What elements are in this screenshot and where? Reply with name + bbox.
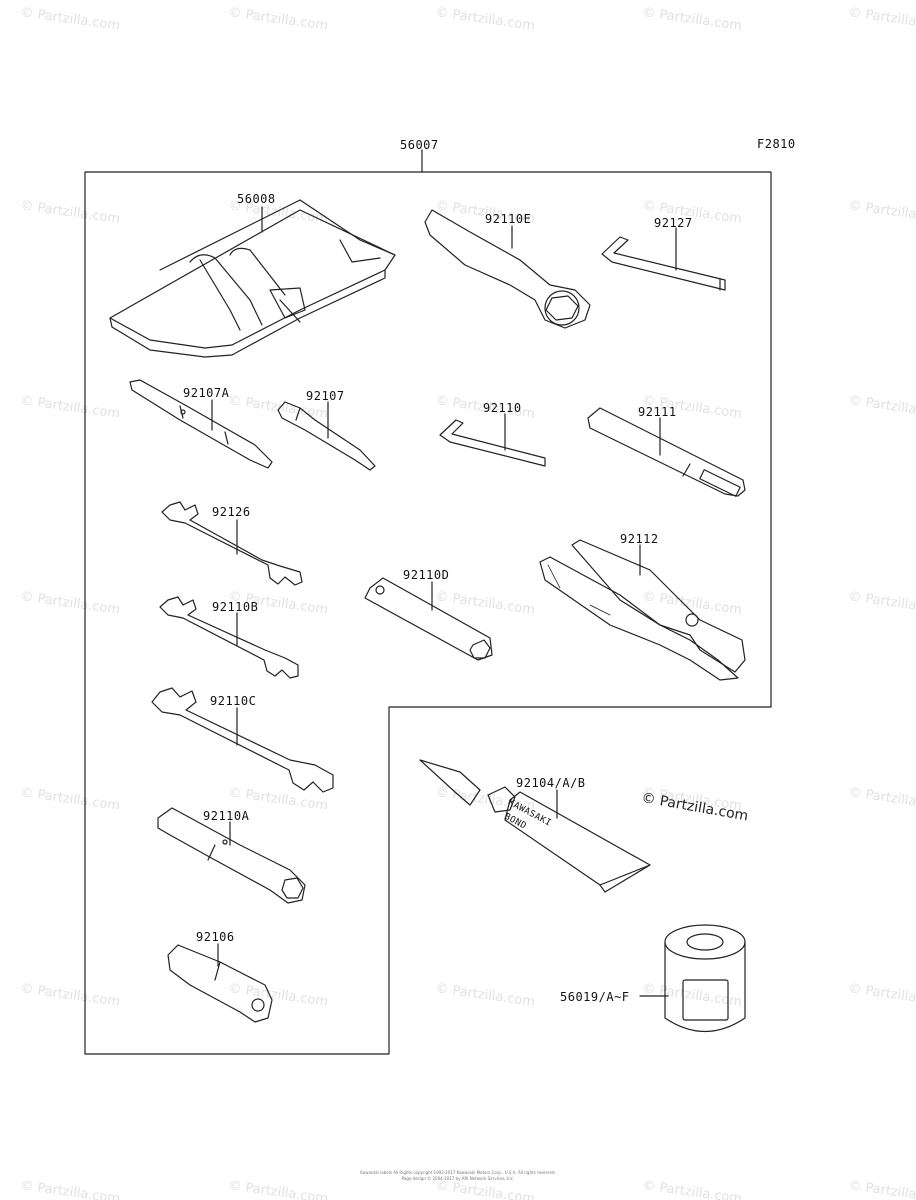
tool-bag-drawing	[109, 199, 396, 358]
wrench-medium-drawing	[159, 596, 299, 679]
label-92110[interactable]: 92110	[483, 401, 522, 415]
label-92110A[interactable]: 92110A	[203, 809, 250, 823]
label-92107[interactable]: 92107	[306, 389, 345, 403]
diagram-code: F2810	[757, 137, 796, 151]
screwdriver-drawing	[277, 401, 376, 471]
oil-filter-drawing	[664, 924, 746, 1033]
driver-handle-drawing	[167, 944, 273, 1023]
label-92112[interactable]: 92112	[620, 532, 659, 546]
footer-line-1: Kawasaki labels All Rights copyright 199…	[360, 1170, 556, 1175]
label-92110C[interactable]: 92110C	[210, 694, 257, 708]
kit-outline	[84, 171, 772, 1055]
socket-wrench-drawing	[157, 807, 306, 904]
label-92107A[interactable]: 92107A	[183, 386, 230, 400]
hex-key-small-drawing	[439, 419, 546, 467]
extension-bar-drawing	[587, 407, 746, 497]
label-92127[interactable]: 92127	[654, 216, 693, 230]
wrench-small-drawing	[161, 501, 303, 586]
label-92126[interactable]: 92126	[212, 505, 251, 519]
label-92106[interactable]: 92106	[196, 930, 235, 944]
spark-plug-wrench-drawing	[364, 577, 493, 661]
label-56019[interactable]: 56019/A~F	[560, 990, 630, 1004]
label-92104[interactable]: 92104/A/B	[516, 776, 586, 790]
bond-tube-drawing	[419, 759, 651, 893]
label-92111[interactable]: 92111	[638, 405, 677, 419]
label-92110D[interactable]: 92110D	[403, 568, 450, 582]
label-56007[interactable]: 56007	[400, 138, 439, 152]
label-56008[interactable]: 56008	[237, 192, 276, 206]
hex-key-large-drawing	[601, 236, 726, 291]
label-92110E[interactable]: 92110E	[485, 212, 532, 226]
label-92110B[interactable]: 92110B	[212, 600, 259, 614]
wrench-large-drawing	[151, 687, 334, 793]
pliers-drawing	[539, 539, 746, 681]
box-wrench-drawing	[424, 209, 591, 329]
screwdriver-bit-drawing	[129, 379, 273, 469]
footer-line-2: Page design © 2004-2017 by ARI Network S…	[401, 1176, 515, 1181]
